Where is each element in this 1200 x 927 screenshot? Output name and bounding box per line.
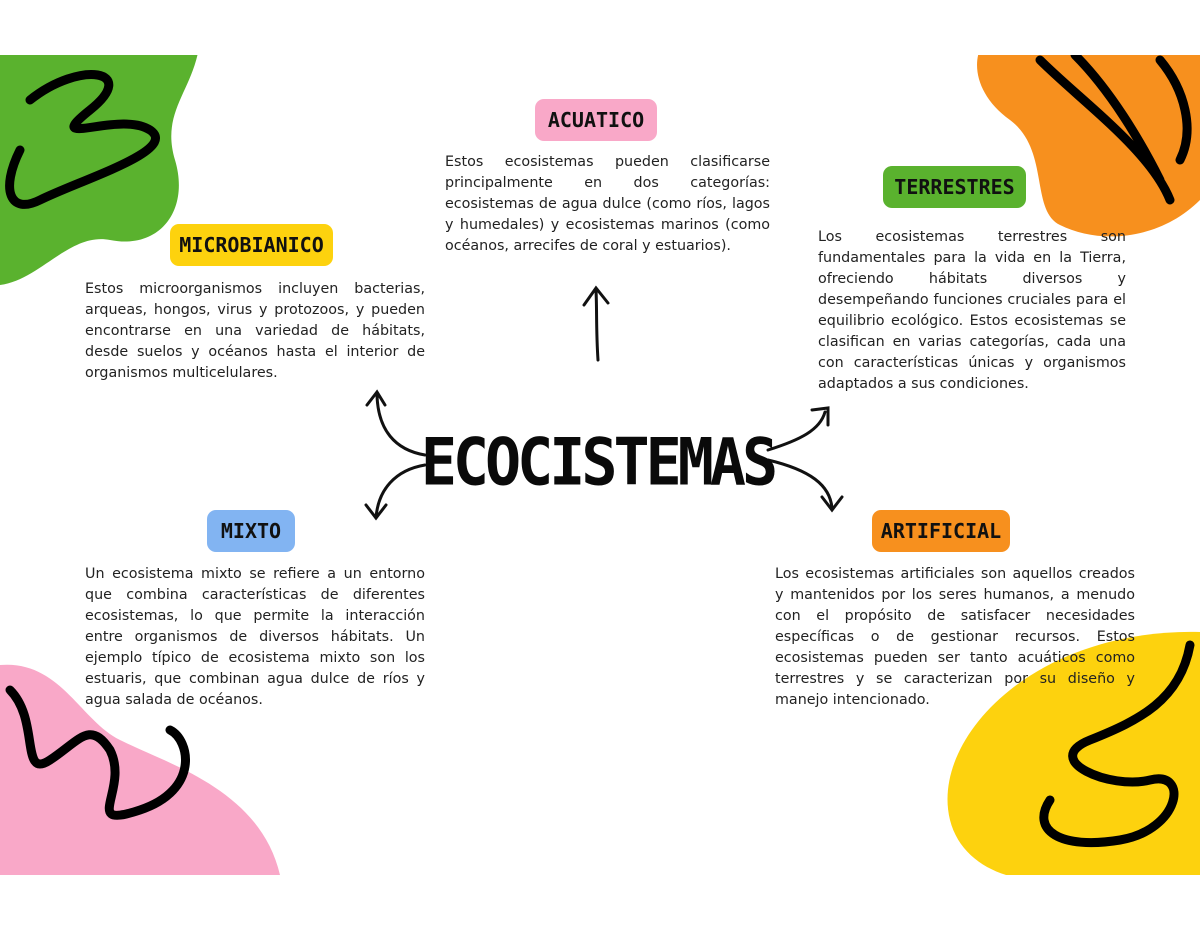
label-microbianico: MICROBIANICO [170,224,333,266]
orange-blob [977,55,1200,237]
label-acuatico: ACUATICO [535,99,657,141]
label-artificial: ARTIFICIAL [872,510,1010,552]
text-acuatico: Estos ecosistemas pueden clasificarse pr… [445,154,770,254]
text-terrestres: Los ecosistemas terrestres son fundament… [818,229,1126,392]
label-terrestres: TERRESTRES [883,166,1026,208]
arrow-downleft [364,463,427,521]
green-squiggle [5,70,160,209]
arrow-upright [766,406,830,452]
text-artificial: Los ecosistemas artificiales son aquello… [775,566,1135,708]
green-blob [0,55,198,285]
pink-squiggle [5,685,190,820]
arrow-up [582,285,610,362]
central-title: ECOCISTEMAS [420,425,778,501]
label-mixto: MIXTO [207,510,295,552]
pink-blob [0,664,280,875]
connector-arrows [364,285,844,521]
text-microbianico: Estos microorganismos incluyen bacterias… [85,281,425,381]
orange-squiggle [1035,55,1192,205]
yellow-squiggle [1039,640,1195,848]
arrow-upleft [365,389,427,457]
text-mixto: Un ecosistema mixto se refiere a un ento… [85,566,425,708]
arrow-downright [766,458,844,513]
